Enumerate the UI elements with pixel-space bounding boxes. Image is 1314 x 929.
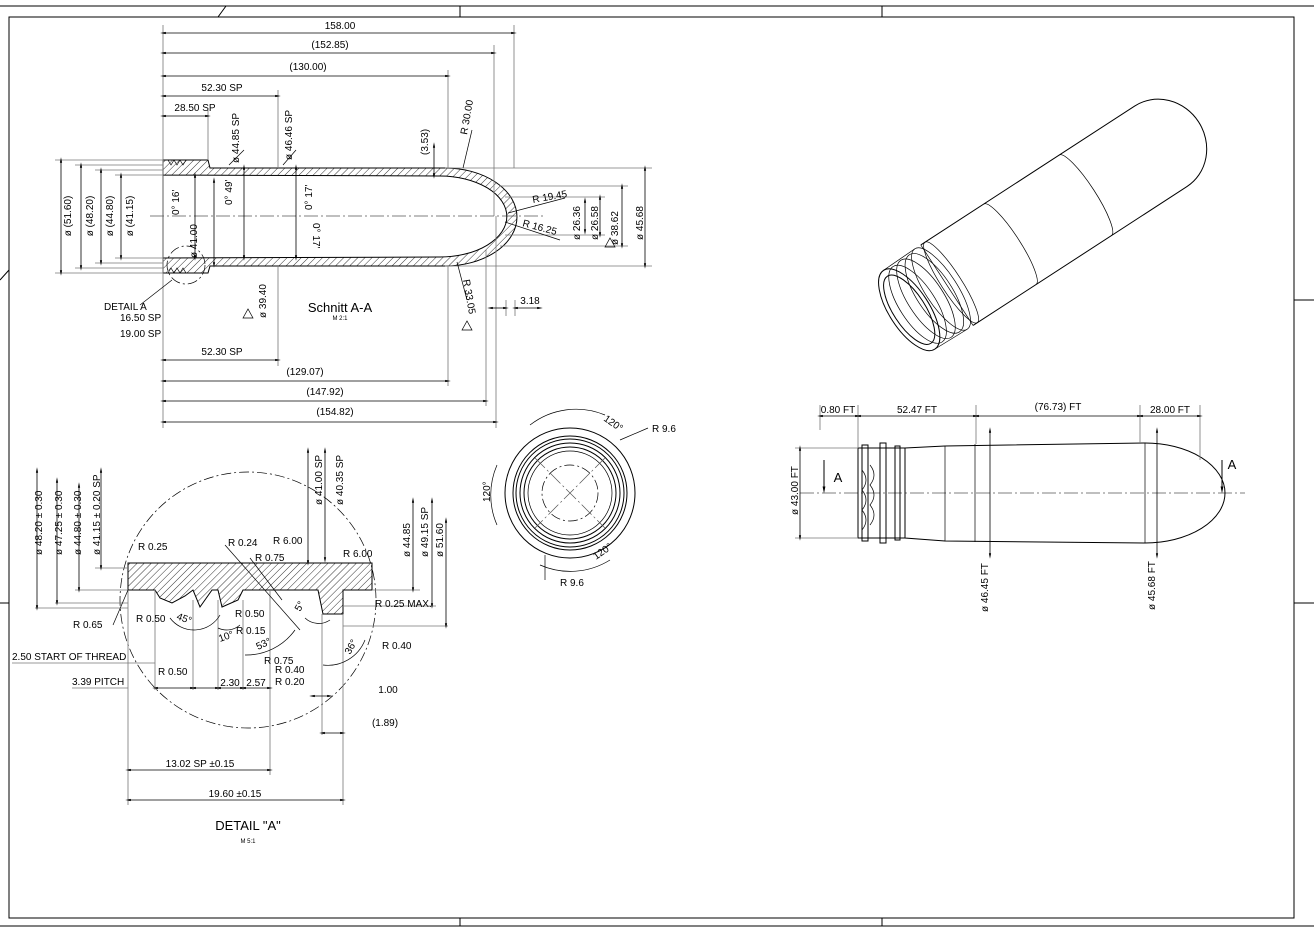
detail-dimension-label: R 0.20 [275, 677, 305, 688]
detail-dimension-label: R 0.25 MAX. [375, 599, 432, 610]
section-dimension-label: (129.07) [286, 367, 323, 378]
detail-dimension-label: 3.39 PITCH [72, 677, 124, 688]
end-view-dimension-label: 120° [482, 481, 493, 502]
detail-dimension-label: 19.60 ±0.15 [209, 789, 262, 800]
side-view-dimension-label: A [834, 470, 843, 485]
section-dimension-label: ø 26.36 [572, 206, 583, 240]
detail-dimension-label: R 6.00 [273, 536, 303, 547]
detail-dimension-label: R 0.40 [275, 665, 305, 676]
section-dimension-label: 52.30 SP [201, 347, 242, 358]
detail-dimension-label: R 0.50 [158, 667, 188, 678]
drawing-frame [0, 5, 1314, 927]
detail-dimension-label: ø 48.20 ± 0.30 [34, 490, 45, 555]
detail-dimension-label: R 0.50 [235, 609, 265, 620]
detail-dimension-label: R 0.75 [264, 656, 294, 667]
section-dimension-label: 0° 16' [171, 190, 182, 215]
section-dimension-label: (3.53) [420, 129, 431, 155]
side-view-dimension-label: ø 43.00 FT [790, 466, 801, 515]
detail-dimension-label: 45° [175, 611, 193, 627]
section-dimension-label: 28.50 SP [174, 103, 215, 114]
end-view-dimension-label: R 9.6 [560, 578, 584, 589]
detail-dimension-label: (1.89) [372, 718, 398, 729]
detail-dimension-label: 1.00 [378, 685, 398, 696]
side-view-dimension-label: ø 46.45 FT [980, 563, 991, 612]
section-dimension-label: ø 41.00 [189, 224, 200, 258]
side-view-dimension-label: ø 45.68 FT [1147, 561, 1158, 610]
section-dimension-label: 0° 17' [310, 223, 321, 248]
side-view [795, 405, 1245, 559]
detail-a-view [12, 447, 448, 805]
side-view-dimension-label: 0.80 FT [821, 405, 855, 416]
isometric-view [878, 98, 1208, 352]
detail-dimension-label: R 0.75 [255, 553, 285, 564]
section-dimension-label: ø 45.68 [635, 206, 646, 240]
detail-dimension-label: ø 47.25 ± 0.30 [54, 490, 65, 555]
section-dimension-label: R 30.00 [459, 99, 476, 136]
section-dimension-label: Schnitt A-A [308, 300, 373, 315]
detail-dimension-label: R 0.50 [136, 614, 166, 625]
detail-dimension-label: ø 41.00 SP [314, 455, 325, 505]
section-dimension-label: (154.82) [316, 407, 353, 418]
section-dimension-label: ø 39.40 [258, 284, 269, 318]
section-dimension-label: ø (44.80) [105, 196, 116, 237]
section-dimension-label: ø 46.46 SP [284, 110, 295, 160]
side-view-dimension-label: A [1228, 457, 1237, 472]
end-view-dimension-label: 120° [601, 413, 624, 434]
detail-dimension-label: ø 41.15 ± 0.20 SP [92, 474, 103, 555]
section-dimension-label: 0° 49' [224, 180, 235, 205]
end-view-dimension-label: R 9.6 [652, 424, 676, 435]
section-dimension-label: (147.92) [306, 387, 343, 398]
section-dimension-label: R 19.45 [532, 189, 569, 206]
side-view-dimension-label: 52.47 FT [897, 405, 937, 416]
section-dimension-label: 16.50 SP [120, 313, 161, 324]
section-dimension-label: (130.00) [289, 62, 326, 73]
detail-dimension-label: ø 49.15 SP [420, 507, 431, 557]
section-dimension-label: DETAIL A [104, 302, 147, 313]
detail-dimension-label: 36° [343, 638, 360, 657]
section-dimension-label: ø (41.15) [125, 196, 136, 237]
detail-dimension-label: 2.57 [246, 678, 266, 689]
section-dimension-label: 158.00 [325, 21, 356, 32]
section-dimension-label: R 33.05 [460, 279, 477, 316]
section-dimension-label: (152.85) [311, 40, 348, 51]
detail-dimension-label: DETAIL "A" [215, 818, 281, 833]
detail-dimension-label: R 0.25 [138, 542, 168, 553]
section-dimension-label: M 2:1 [332, 316, 348, 322]
detail-dimension-label: 5° [293, 600, 307, 614]
end-view [490, 408, 649, 580]
detail-dimension-label: 13.02 SP ±0.15 [166, 759, 235, 770]
section-dimension-label: ø 38.62 [610, 211, 621, 245]
detail-dimension-label: R 0.24 [228, 538, 258, 549]
detail-dimension-label: 2.30 [220, 678, 240, 689]
section-dimension-label: 52.30 SP [201, 83, 242, 94]
section-dimension-label: 19.00 SP [120, 329, 161, 340]
section-dimension-label: ø (48.20) [85, 196, 96, 237]
detail-dimension-label: R 6.00 [343, 549, 373, 560]
side-view-dimension-label: 28.00 FT [1150, 405, 1190, 416]
detail-dimension-label: M 5:1 [240, 839, 256, 845]
detail-dimension-label: ø 44.80 ± 0.30 [73, 490, 84, 555]
detail-dimension-label: 10° [217, 629, 235, 645]
side-view-dimension-label: (76.73) FT [1035, 402, 1082, 413]
section-dimension-label: ø 26.58 [590, 206, 601, 240]
dimension-labels: 158.00 (152.85) (130.00) 52.30 SP 28.50 SP ø … [12, 21, 1237, 845]
detail-dimension-label: R 0.65 [73, 620, 103, 631]
detail-dimension-label: ø 44.85 [402, 523, 413, 557]
detail-dimension-label: R 0.15 [236, 626, 266, 637]
section-view-a-a [55, 25, 652, 428]
section-dimension-label: 0° 17' [304, 185, 315, 210]
detail-dimension-label: 2.50 START OF THREAD [12, 652, 126, 663]
detail-dimension-label: ø 40.35 SP [335, 455, 346, 505]
section-dimension-label: 3.18 [520, 296, 540, 307]
detail-dimension-label: ø 51.60 [435, 523, 446, 557]
section-dimension-label: ø 44.85 SP [231, 113, 242, 163]
section-dimension-label: ø (51.60) [63, 196, 74, 237]
detail-dimension-label: R 0.40 [382, 641, 412, 652]
